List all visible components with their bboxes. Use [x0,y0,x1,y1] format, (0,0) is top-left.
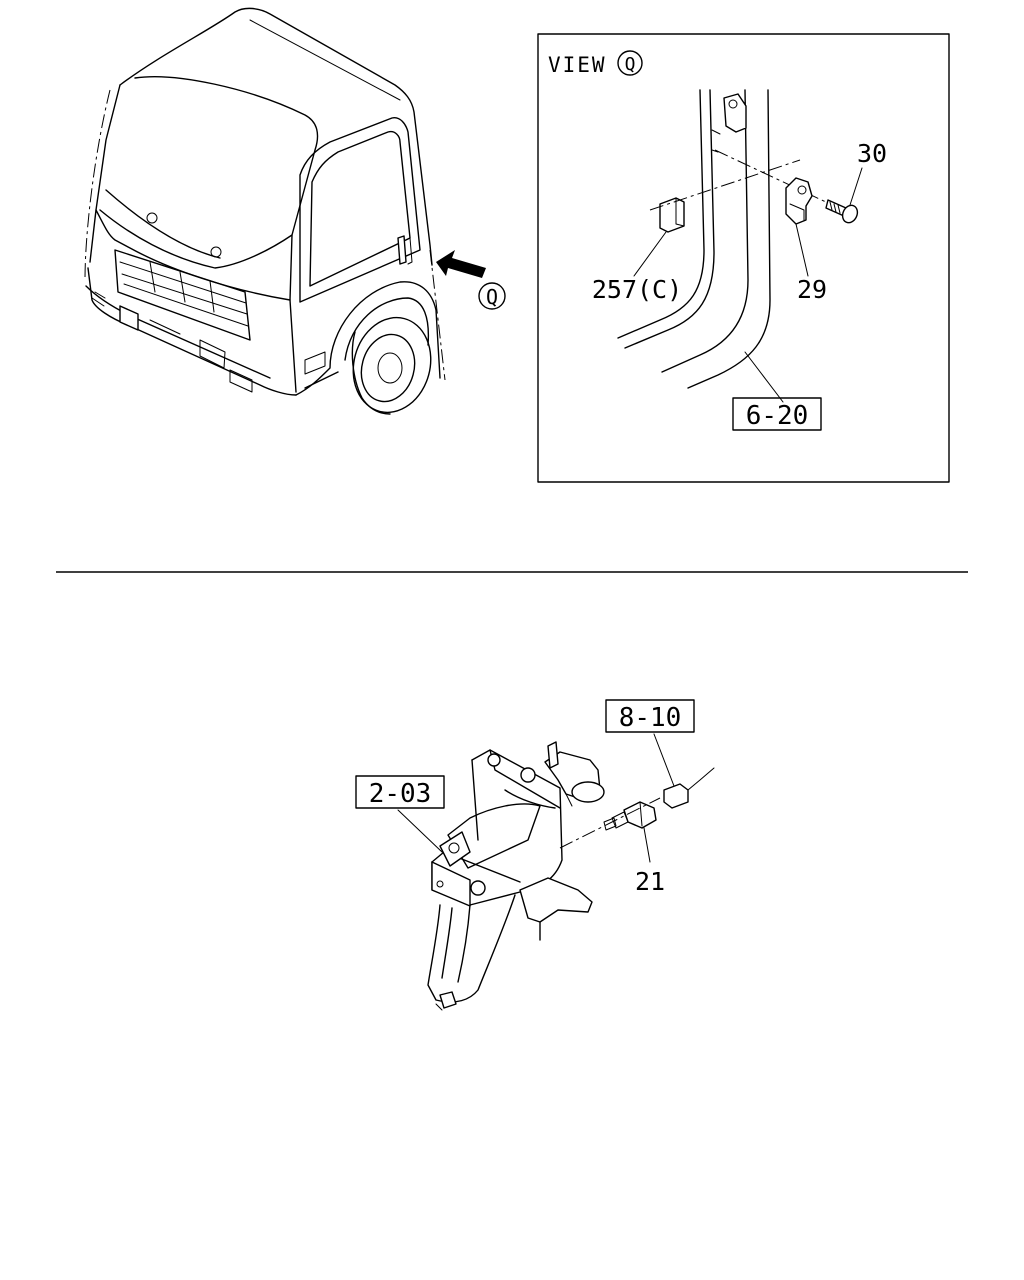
bracket-part [785,177,813,225]
view-detail-box: VIEW Q [537,33,950,483]
pedal-assembly-illustration: 21 8-10 2-03 [355,699,715,1011]
connector-part [663,767,715,809]
pedal-ref-callout: 2-03 [355,775,445,809]
harness-ref-callout: 8-10 [605,699,695,733]
bolt-label: 30 [857,139,887,168]
pedal-ref-label: 2-03 [369,779,432,809]
truck-cab-illustration: Q [84,7,506,415]
pad-part [659,197,685,233]
view-marker-callout: Q [617,50,643,76]
door-frame-section [617,89,771,389]
switch-part [603,801,657,831]
switch-label: 21 [635,867,665,896]
door-ref-callout: 6-20 [732,397,822,431]
direction-marker-callout: Q [478,282,506,310]
view-title: VIEW [548,53,607,77]
hinge-bracket [723,93,747,133]
pad-label: 257(C) [592,275,682,304]
door-ref-label: 6-20 [746,401,809,431]
harness-ref-label: 8-10 [619,703,682,733]
direction-marker-letter: Q [486,285,498,309]
view-marker-letter: Q [625,54,636,75]
bolt-part [825,199,859,224]
bracket-label: 29 [797,275,827,304]
